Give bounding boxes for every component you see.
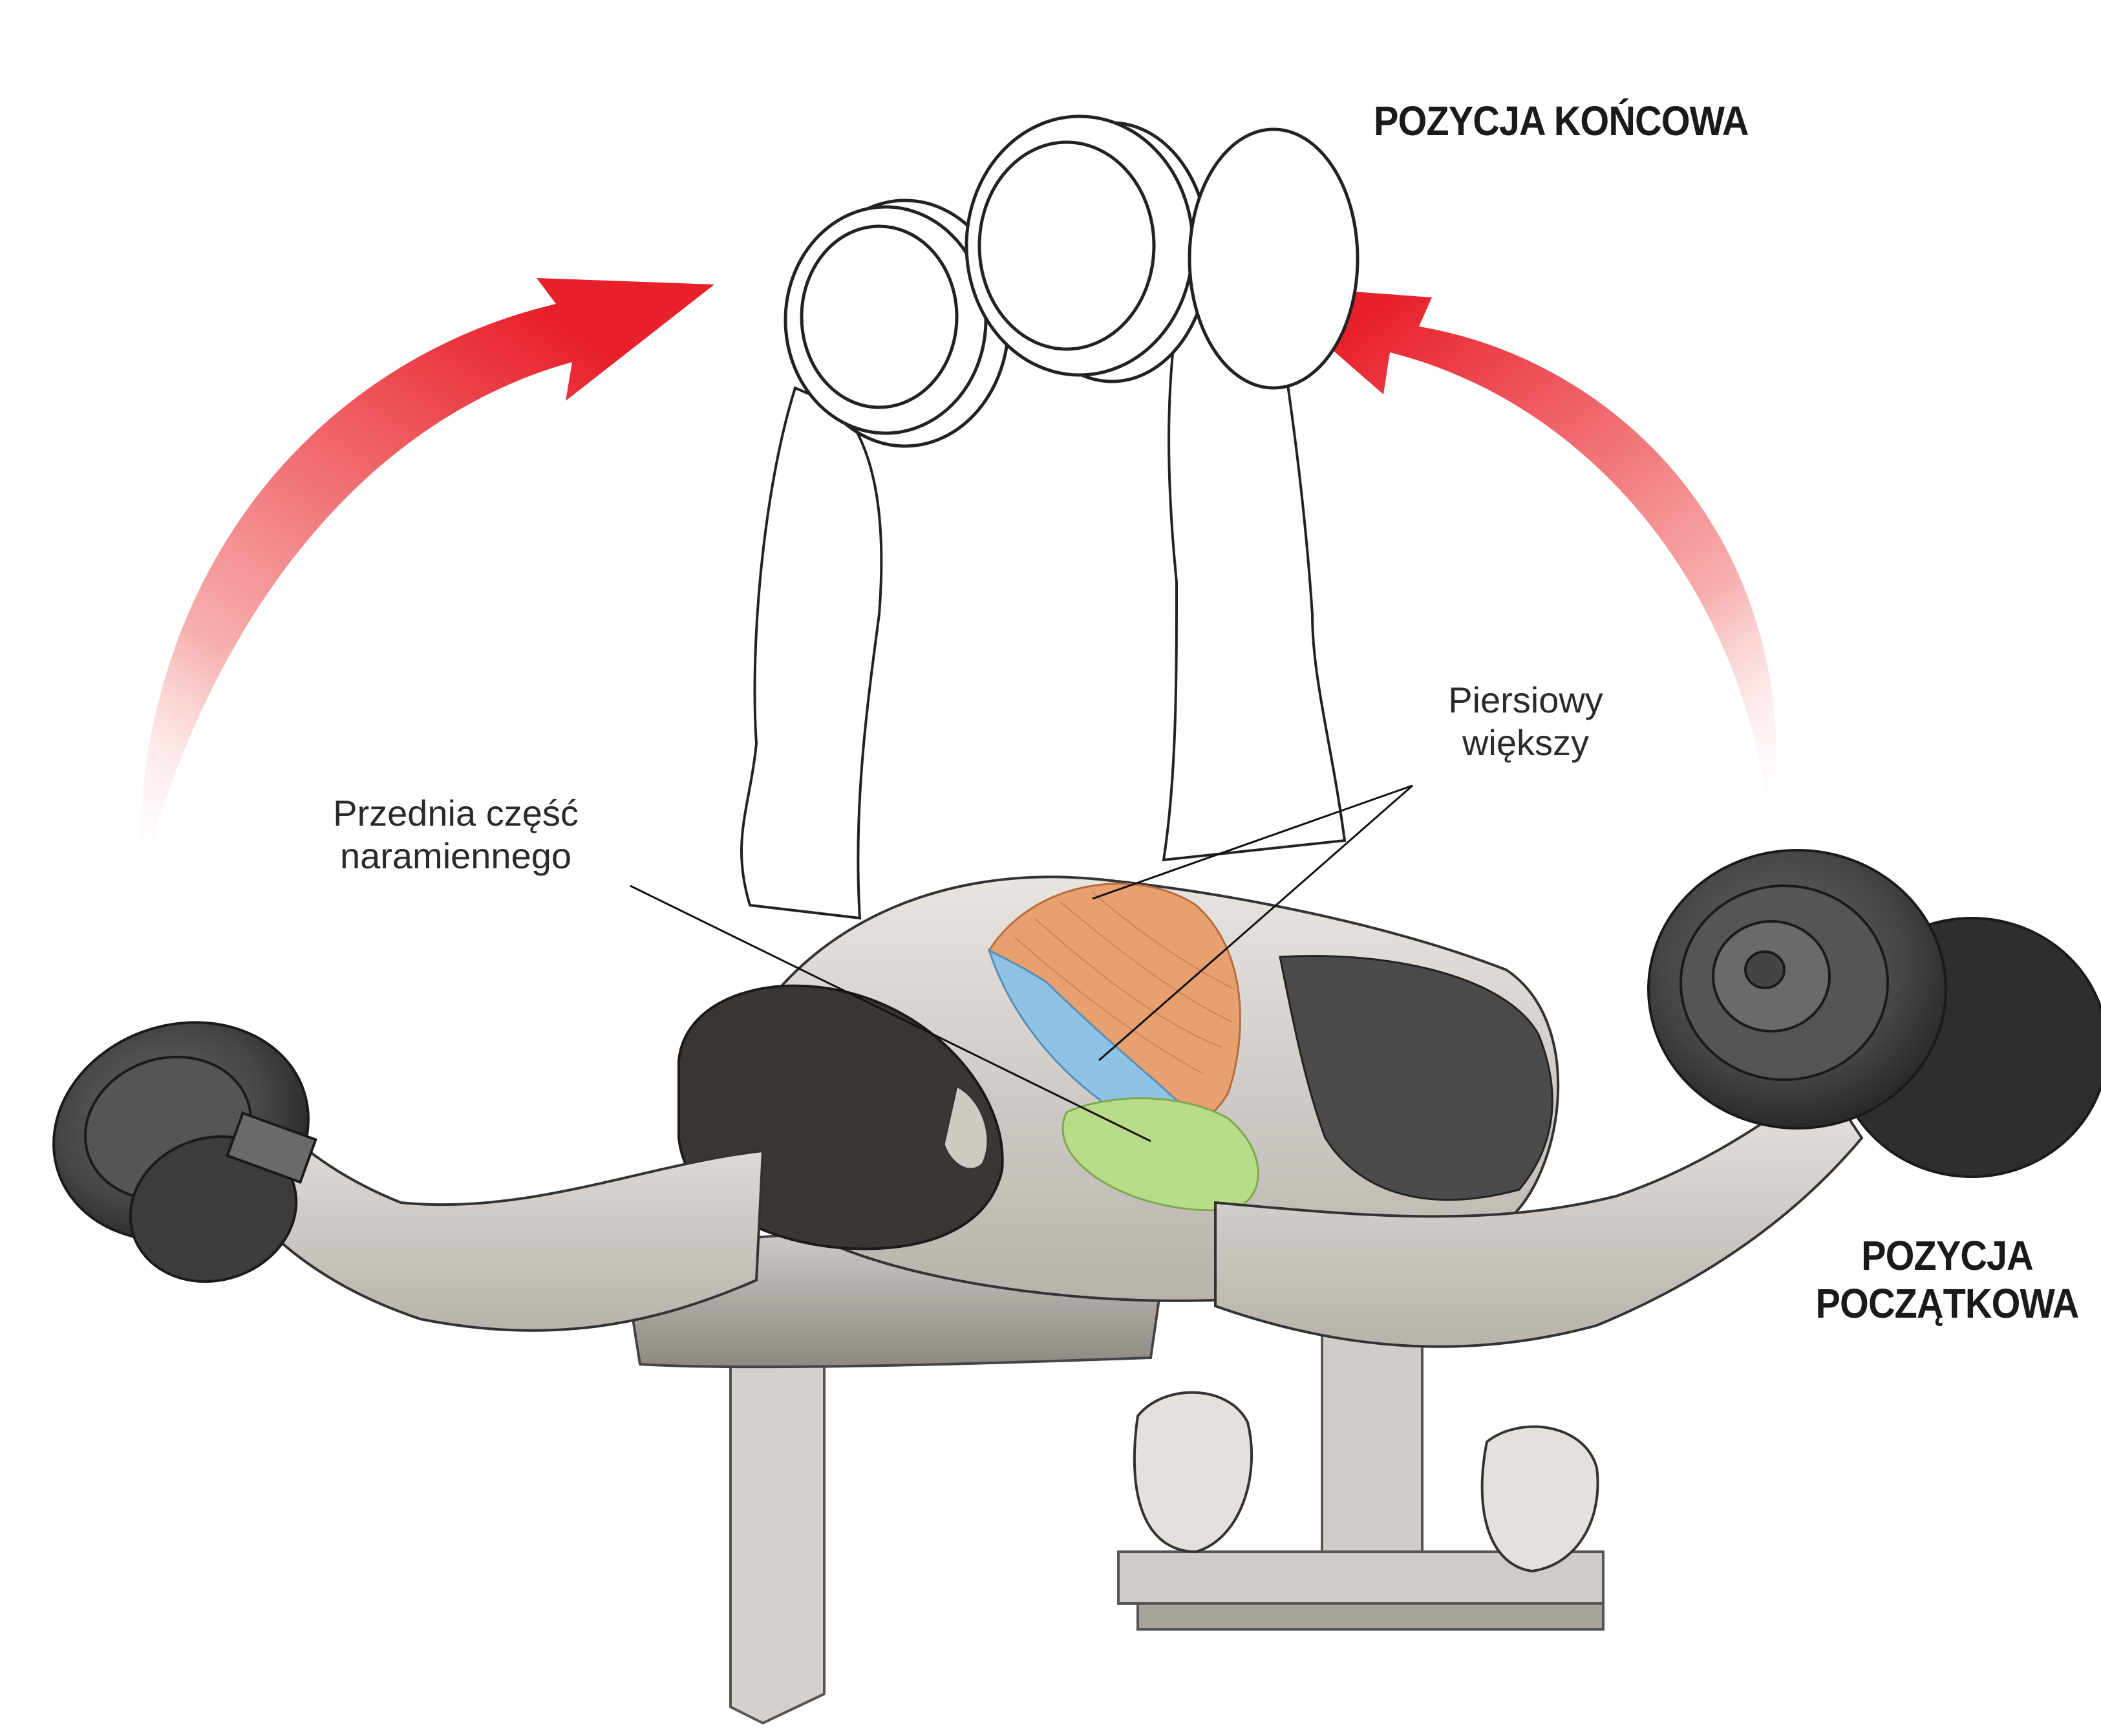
athlete-icon — [211, 875, 1864, 1573]
dumbbell-left-icon — [52, 1021, 317, 1283]
pectoralis-label: Piersiowy większy — [1403, 679, 1648, 764]
end-position-dumbbells — [784, 114, 1360, 448]
pointer-lines — [630, 784, 1413, 1142]
motion-arrow-left-icon — [138, 278, 715, 889]
pectoralis-line-2: większy — [1462, 722, 1590, 763]
start-position-line-1: POZYCJA — [1861, 1232, 2034, 1279]
start-position-label: POZYCJA POCZĄTKOWA — [1784, 1232, 2101, 1327]
motion-arrow-right-icon — [1257, 284, 1777, 834]
pectoralis-line-1: Piersiowy — [1448, 680, 1603, 720]
start-position-line-2: POCZĄTKOWA — [1815, 1280, 2080, 1327]
dumbbell-right-icon — [1647, 849, 2101, 1178]
front-deltoid-label: Przednia część naramiennego — [288, 792, 624, 877]
front-deltoid-line-1: Przednia część — [333, 793, 579, 833]
front-deltoid-line-2: naramiennego — [339, 835, 572, 876]
end-position-arms — [740, 205, 1347, 920]
end-position-label: POZYCJA KOŃCOWA — [1374, 98, 1749, 144]
